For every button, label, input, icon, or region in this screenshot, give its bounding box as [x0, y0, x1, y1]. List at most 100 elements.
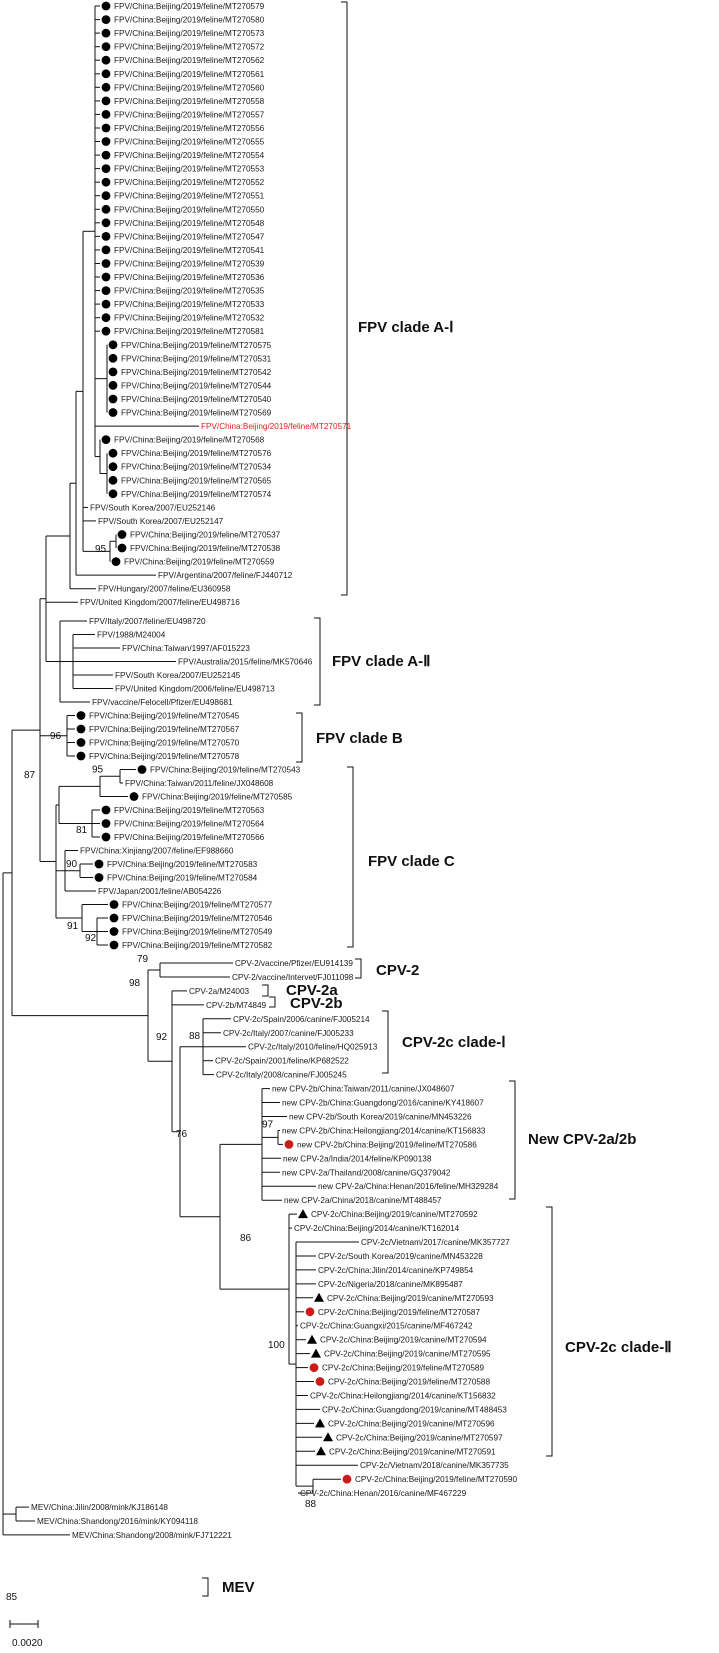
bootstrap-value: 100	[268, 1340, 285, 1351]
leaf-label-MT270533: FPV/China:Beijing/2019/feline/MT270533	[114, 300, 265, 309]
leaf-label-MT270591: CPV-2c/China:Beijing/2019/canine/MT27059…	[329, 1447, 496, 1456]
leaf-label-MT270545: FPV/China:Beijing/2019/feline/MT270545	[89, 712, 240, 721]
bootstrap-value: 86	[240, 1233, 252, 1244]
leaf-label-MT270576: FPV/China:Beijing/2019/feline/MT270576	[121, 449, 272, 458]
bootstrap-value: 76	[176, 1129, 188, 1140]
leaf-label-MT270583: FPV/China:Beijing/2019/feline/MT270583	[107, 860, 258, 869]
leaf-label-MT270586: new CPV-2b/China:Beijing/2019/feline/MT2…	[297, 1140, 477, 1149]
black-circle-marker	[101, 96, 111, 106]
leaf-label-MT270585: FPV/China:Beijing/2019/feline/MT270585	[142, 793, 293, 802]
black-circle-marker	[101, 15, 111, 24]
leaf-label-MT270553: FPV/China:Beijing/2019/feline/MT270553	[114, 165, 265, 174]
leaf-label-MT270594: CPV-2c/China:Beijing/2019/canine/MT27059…	[320, 1336, 487, 1345]
leaf-label-MT270543: FPV/China:Beijing/2019/feline/MT270543	[150, 766, 301, 775]
leaf-label-MT270566: FPV/China:Beijing/2019/feline/MT270566	[114, 833, 265, 842]
leaf-label-KY094118: MEV/China:Shandong/2016/mink/KY094118	[37, 1517, 198, 1526]
leaf-label-MT270559: FPV/China:Beijing/2019/feline/MT270559	[124, 558, 275, 567]
leaf-label-M24003: CPV-2a/M24003	[189, 987, 250, 996]
black-circle-marker	[101, 177, 111, 187]
leaf-label-MT270532: FPV/China:Beijing/2019/feline/MT270532	[114, 314, 265, 323]
leaf-label-MK895487: CPV-2c/Nigeria/2018/canine/MK895487	[318, 1280, 463, 1289]
black-circle-marker	[108, 475, 118, 485]
leaf-label-EF988660: FPV/China:Xinjiang/2007/feline/EF988660	[80, 847, 234, 856]
bootstrap-value: 88	[305, 1499, 317, 1510]
leaf-label-MT270556: FPV/China:Beijing/2019/feline/MT270556	[114, 124, 265, 133]
leaf-label-MT270535: FPV/China:Beijing/2019/feline/MT270535	[114, 287, 265, 296]
leaf-label-MK570646: FPV/Australia/2015/feline/MK570646	[178, 658, 313, 667]
leaf-label-EU498713: FPV/United Kingdom/2006/feline/EU498713	[115, 685, 275, 694]
leaf-label-MT270572: FPV/China:Beijing/2019/feline/MT270572	[114, 43, 265, 52]
clade-bracket-mev	[202, 1577, 209, 1597]
clade-label-cpv-2c-clade-1: CPV-2c clade-Ⅰ	[402, 1034, 506, 1051]
leaf-label-JX048608: FPV/China:Taiwan/2011/feline/JX048608	[125, 779, 274, 788]
red-circle-marker	[315, 1377, 325, 1386]
leaf-label-MT270550: FPV/China:Beijing/2019/feline/MT270550	[114, 205, 265, 214]
leaf-label-EU498720: FPV/Italy/2007/feline/EU498720	[89, 617, 206, 626]
black-circle-marker	[129, 792, 139, 801]
clade-label-fpv-clade-a2: FPV clade A-Ⅱ	[332, 653, 431, 670]
leaf-label-MF467242: CPV-2c/China:Guangxi/2015/canine/MF46724…	[300, 1322, 473, 1331]
black-circle-marker	[101, 218, 111, 228]
leaf-label-MT270542: FPV/China:Beijing/2019/feline/MT270542	[121, 368, 272, 377]
black-circle-marker	[101, 805, 111, 815]
leaf-label-MT270596: CPV-2c/China:Beijing/2019/canine/MT27059…	[328, 1419, 495, 1428]
leaf-label-MT270564: FPV/China:Beijing/2019/feline/MT270564	[114, 820, 265, 829]
leaf-label-MT270555: FPV/China:Beijing/2019/feline/MT270555	[114, 138, 265, 147]
leaf-label-MT270537: FPV/China:Beijing/2019/feline/MT270537	[130, 531, 281, 540]
leaf-label-EU252147: FPV/South Korea/2007/EU252147	[98, 517, 224, 526]
black-circle-marker	[109, 900, 119, 909]
black-triangle-marker	[314, 1292, 324, 1302]
bootstrap-value: 95	[92, 765, 104, 776]
leaf-label-FJ712221: MEV/China:Shandong/2008/mink/FJ712221	[72, 1531, 232, 1540]
leaf-label-MT270597: CPV-2c/China:Beijing/2019/canine/MT27059…	[336, 1433, 503, 1442]
black-circle-marker	[101, 137, 111, 146]
leaf-label-KP090138: new CPV-2a/India/2014/feline/KP090138	[283, 1154, 432, 1163]
red-circle-marker	[342, 1474, 352, 1484]
leaf-label-FJ005233: CPV-2c/Italy/2007/canine/FJ005233	[223, 1029, 354, 1038]
black-circle-marker	[101, 110, 111, 119]
black-circle-marker	[111, 557, 121, 566]
leaf-label-MN453228: CPV-2c/South Korea/2019/canine/MN453228	[318, 1252, 483, 1261]
leaf-label-MT270544: FPV/China:Beijing/2019/feline/MT270544	[121, 381, 272, 390]
black-triangle-marker	[307, 1334, 317, 1344]
black-circle-marker	[101, 150, 111, 160]
black-circle-marker	[108, 353, 118, 363]
red-circle-marker	[305, 1307, 315, 1317]
leaf-label-MT270552: FPV/China:Beijing/2019/feline/MT270552	[114, 178, 265, 187]
clade-label-fpv-clade-c: FPV clade C	[368, 853, 455, 870]
leaf-label-MH329284: new CPV-2a/China:Henan/2016/feline/MH329…	[318, 1182, 499, 1191]
clade-bracket-cpv-2c-clade-1	[382, 1010, 389, 1074]
black-circle-marker	[101, 245, 111, 255]
bootstrap-value: 87	[24, 770, 36, 781]
leaf-label-FJ440712: FPV/Argentina/2007/feline/FJ440712	[158, 571, 293, 580]
bootstrap-value: 88	[189, 1031, 201, 1042]
clade-label-cpv-2b: CPV-2b	[290, 995, 343, 1012]
red-circle-marker	[309, 1363, 319, 1372]
leaf-label-EU252146: FPV/South Korea/2007/EU252146	[90, 503, 216, 512]
leaf-label-AB054226: FPV/Japan/2001/feline/AB054226	[98, 887, 222, 896]
leaf-label-MT270593: CPV-2c/China:Beijing/2019/canine/MT27059…	[327, 1294, 494, 1303]
black-circle-marker	[76, 751, 86, 761]
scale-bar-label: 0.0020	[12, 1638, 43, 1649]
bootstrap-value: 95	[95, 544, 107, 555]
clade-bracket-fpv-clade-b	[296, 712, 303, 763]
leaf-label-MT270587: CPV-2c/China:Beijing/2019/feline/MT27058…	[318, 1308, 480, 1317]
leaf-label-MT270570: FPV/China:Beijing/2019/feline/MT270570	[89, 739, 240, 748]
leaf-label-MT270589: CPV-2c/China:Beijing/2019/feline/MT27058…	[322, 1364, 484, 1373]
black-circle-marker	[109, 940, 119, 950]
leaf-label-FJ011098: CPV-2/vaccine/Intervet/FJ011098	[232, 973, 354, 982]
black-circle-marker	[101, 164, 111, 174]
leaf-label-MT270584: FPV/China:Beijing/2019/feline/MT270584	[107, 874, 258, 883]
black-triangle-marker	[298, 1209, 308, 1219]
black-circle-marker	[108, 462, 118, 472]
leaf-label-MT270561: FPV/China:Beijing/2019/feline/MT270561	[114, 70, 265, 79]
leaf-label-MT270538: FPV/China:Beijing/2019/feline/MT270538	[130, 544, 281, 553]
leaf-label-M74849: CPV-2b/M74849	[206, 1001, 267, 1010]
leaf-label-MT270581: FPV/China:Beijing/2019/feline/MT270581	[114, 327, 265, 336]
black-circle-marker	[108, 394, 118, 404]
black-circle-marker	[101, 326, 111, 336]
leaf-label-MT270557: FPV/China:Beijing/2019/feline/MT270557	[114, 110, 265, 119]
black-triangle-marker	[315, 1418, 325, 1428]
